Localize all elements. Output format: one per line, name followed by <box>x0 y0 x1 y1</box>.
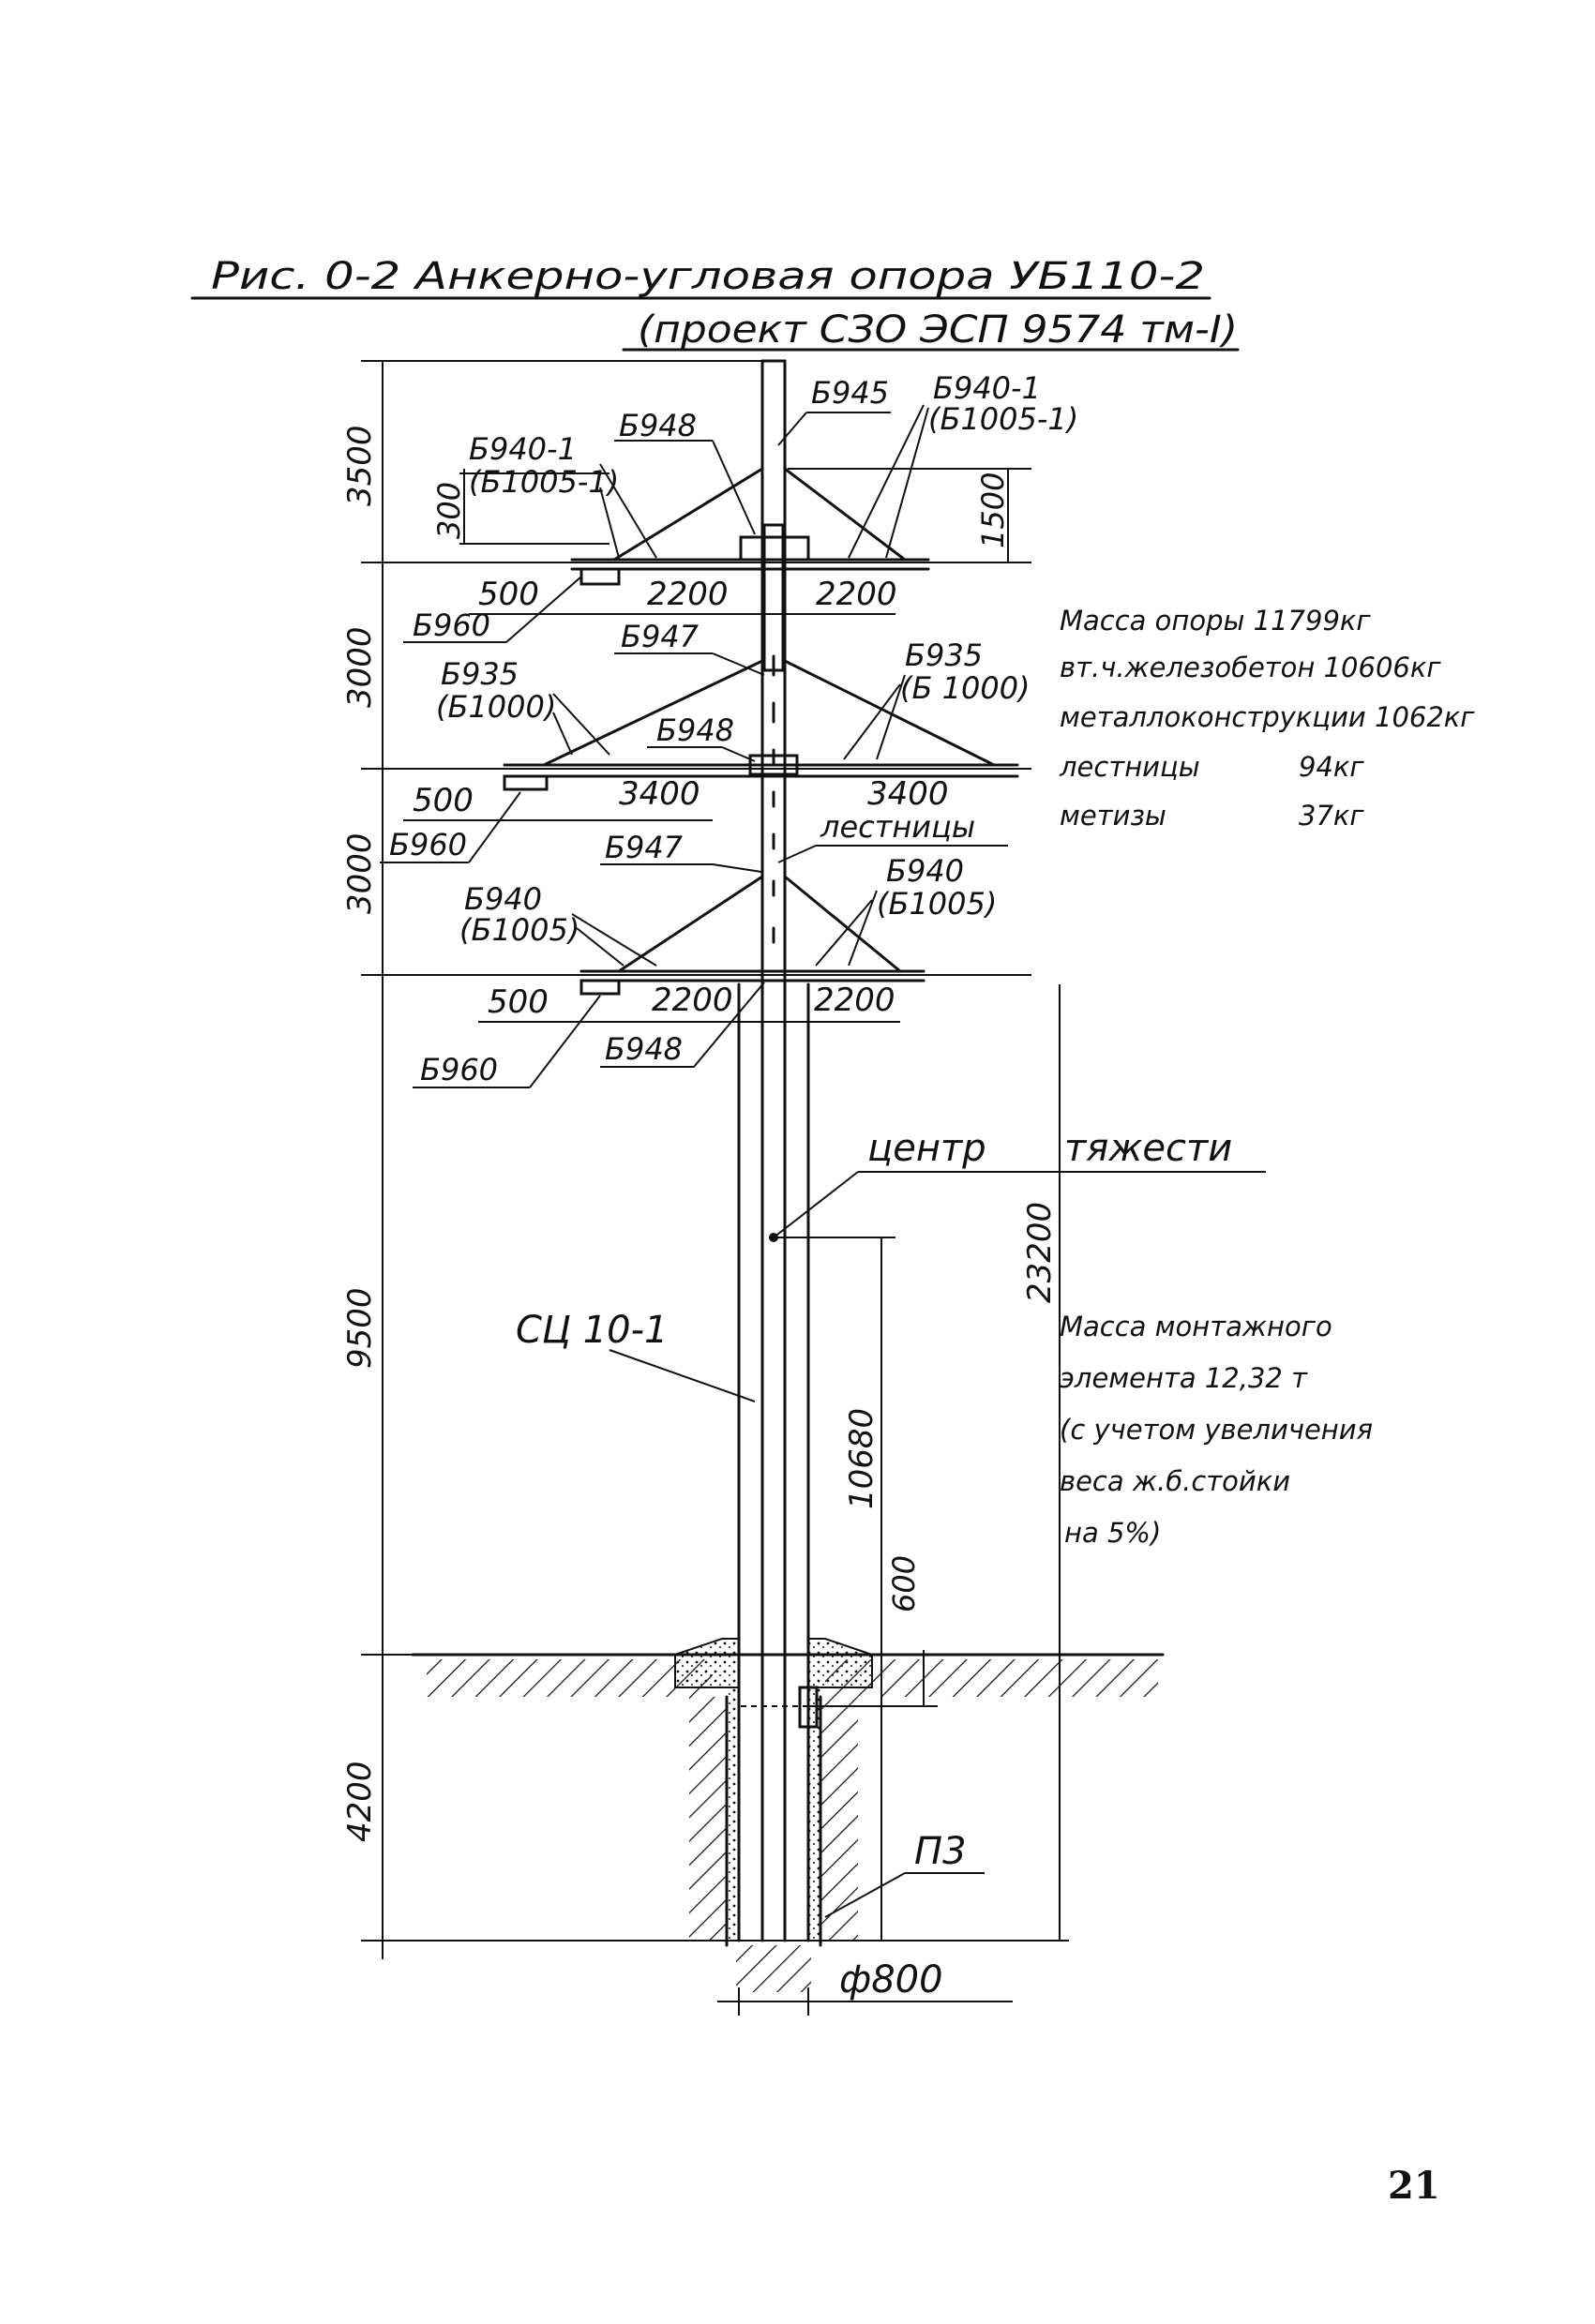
label-b1005-right: (Б1005) <box>877 886 997 922</box>
label-center: центр <box>867 1127 986 1170</box>
b948-low-leader <box>693 982 765 1068</box>
cg-leader <box>773 1171 859 1238</box>
b940-1-right-leader-1 <box>848 404 925 559</box>
dim-mid-3400-left: 3400 <box>619 775 700 813</box>
dim-low-2200-left: 2200 <box>652 982 733 1019</box>
label-b1000-left: (Б1000) <box>436 689 556 725</box>
label-b1005-1-left: (Б1005-1) <box>469 464 619 500</box>
dim-9500: 9500 <box>341 1287 379 1369</box>
dim-23200: 23200 <box>1021 1202 1059 1303</box>
mass-line3: металлоконструкции 1062кг <box>1060 701 1475 733</box>
b940-right-leader-1 <box>848 890 878 967</box>
ladders-leader <box>777 845 817 863</box>
dim-600: 600 <box>886 1555 922 1612</box>
mass-line5-label: метизы <box>1060 800 1166 832</box>
b935-right-leader-2 <box>843 683 901 760</box>
b935-left-leader-1 <box>552 693 610 756</box>
b960-1-leader <box>505 576 582 643</box>
b947-2-leader <box>712 863 762 873</box>
label-diameter: ф800 <box>839 1958 943 2002</box>
b940-1-left-leader-2 <box>599 487 620 559</box>
title-line2: (проект СЗО ЭСП 9574 тм-I) <box>638 308 1238 352</box>
label-b1005-1-right: (Б1005-1) <box>928 401 1078 437</box>
label-pole: СЦ 10-1 <box>516 1309 668 1352</box>
dim-3000-a: 3000 <box>341 626 379 708</box>
dim-1500: 1500 <box>975 472 1011 548</box>
label-gravity: тяжести <box>1064 1127 1232 1170</box>
p3-leader <box>824 1872 906 1918</box>
b960-2-leader <box>468 791 521 863</box>
lower-crossarm <box>375 875 1031 996</box>
dim-low-2200-right: 2200 <box>814 982 895 1019</box>
mass-notes: Масса опоры 11799кг вт.ч.железобетон 106… <box>1059 605 1475 832</box>
b940-left-leader-1 <box>571 913 657 967</box>
pole-leader <box>609 1349 756 1402</box>
b940-1-left-leader-1 <box>599 463 657 559</box>
label-b1005-left: (Б1005) <box>459 912 579 948</box>
dim-top-2200-left: 2200 <box>647 576 729 613</box>
label-b940-1-left: Б940-1 <box>469 431 577 467</box>
dim-top-500: 500 <box>478 576 539 613</box>
assembly-line3: (с учетом увеличения <box>1060 1414 1373 1446</box>
label-b935-left: Б935 <box>441 656 519 692</box>
b935-left-leader-2 <box>552 712 573 756</box>
dim-mid-3400-right: 3400 <box>867 775 949 813</box>
label-b960-3: Б960 <box>420 1052 498 1087</box>
label-b960-2: Б960 <box>389 827 467 862</box>
b948-top-leader <box>712 440 756 535</box>
label-b947-2: Б947 <box>605 830 684 865</box>
b940-1-right-leader-2 <box>885 407 929 559</box>
assembly-line2: элемента 12,32 т <box>1060 1362 1308 1394</box>
dim-3000-b: 3000 <box>341 832 379 914</box>
assembly-notes: Масса монтажного элемента 12,32 т (с уче… <box>1060 1311 1373 1549</box>
label-b948-mid: Б948 <box>656 712 734 748</box>
b940-left-leader-2 <box>576 927 624 967</box>
dim-3500: 3500 <box>341 425 379 506</box>
b945-leader <box>777 412 807 446</box>
assembly-line4: веса ж.б.стойки <box>1060 1465 1290 1497</box>
label-b960-1: Б960 <box>413 607 490 643</box>
b940-right-leader-2 <box>815 899 873 967</box>
mass-line2: вт.ч.железобетон 10606кг <box>1060 652 1441 683</box>
ground <box>411 1638 1165 1992</box>
label-ladders: лестницы <box>820 809 975 845</box>
label-b935-right: Б935 <box>905 637 983 673</box>
assembly-line5: на 5%) <box>1064 1517 1161 1549</box>
label-b940-right: Б940 <box>886 853 964 889</box>
b935-right-leader-1 <box>876 674 906 760</box>
mass-line5-value: 37кг <box>1299 800 1364 832</box>
dim-mid-500: 500 <box>413 782 474 819</box>
b947-1-leader <box>712 652 765 676</box>
dim-4200: 4200 <box>341 1761 379 1842</box>
label-b945: Б945 <box>811 375 889 411</box>
dim-10680: 10680 <box>843 1408 880 1509</box>
dim-top-2200-right: 2200 <box>816 576 897 613</box>
page-number: 21 <box>1388 2164 1440 2208</box>
label-b1000-right: (Б 1000) <box>900 670 1031 706</box>
b960-3-leader <box>529 995 601 1088</box>
dim-300: 300 <box>431 482 467 539</box>
label-b948-top: Б948 <box>619 408 697 443</box>
mass-line4-value: 94кг <box>1299 751 1364 783</box>
mass-line4-label: лестницы <box>1059 751 1200 783</box>
label-b948-low: Б948 <box>605 1031 683 1067</box>
label-p3: П3 <box>914 1830 967 1873</box>
label-b940-1-right: Б940-1 <box>933 370 1041 406</box>
label-b940-left: Б940 <box>464 881 542 917</box>
title-line1: Рис. 0-2 Анкерно-угловая опора УБ110-2 <box>211 255 1205 298</box>
b948-mid-leader <box>721 746 756 762</box>
dim-low-500: 500 <box>488 983 549 1021</box>
middle-crossarm <box>375 659 1031 791</box>
assembly-line1: Масса монтажного <box>1060 1311 1332 1342</box>
label-b947-1: Б947 <box>621 619 700 654</box>
mass-line1: Масса опоры 11799кг <box>1060 605 1371 637</box>
pole <box>737 359 810 1942</box>
